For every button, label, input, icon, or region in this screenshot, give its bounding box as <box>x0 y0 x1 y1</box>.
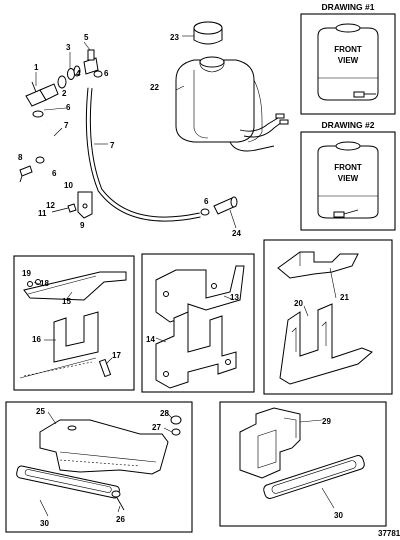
mount-panel-left <box>5 401 193 533</box>
bracket-panel-right <box>263 239 393 395</box>
callout-15: 15 <box>62 297 71 306</box>
callout-11: 11 <box>38 209 47 218</box>
callout-9: 9 <box>80 221 85 230</box>
callout-numbers: 1 2 3 4 5 6 6 6 6 7 7 8 9 10 11 12 13 14… <box>18 33 349 528</box>
callout-4: 4 <box>76 69 81 78</box>
callout-30b: 30 <box>334 511 343 520</box>
callout-29: 29 <box>322 417 331 426</box>
drawing-2-front-label: FRONT <box>334 163 362 172</box>
leader-lines <box>33 35 337 517</box>
callout-19: 19 <box>22 269 31 278</box>
drawing-1-front-label: FRONT <box>334 45 362 54</box>
callout-21: 21 <box>340 293 349 302</box>
drawing-1-view-label: VIEW <box>338 56 359 65</box>
drawing-1-panel: DRAWING #1 FRONT VIEW <box>300 2 396 115</box>
callout-25: 25 <box>36 407 45 416</box>
callout-6d: 6 <box>204 197 209 206</box>
callout-16: 16 <box>32 335 41 344</box>
callout-26: 26 <box>116 515 125 524</box>
clips-panel-middle <box>141 253 255 393</box>
callout-18: 18 <box>40 279 49 288</box>
callout-3: 3 <box>66 43 71 52</box>
callout-6c: 6 <box>52 169 57 178</box>
clips-panel-left <box>13 255 135 391</box>
callout-30a: 30 <box>40 519 49 528</box>
drawing-2-view-label: VIEW <box>338 174 359 183</box>
callout-8: 8 <box>18 153 23 162</box>
figure-reference-number: 37781 <box>378 529 400 538</box>
callout-27: 27 <box>152 423 161 432</box>
callout-22: 22 <box>150 83 159 92</box>
callout-23: 23 <box>170 33 179 42</box>
mount-panel-right <box>219 401 387 527</box>
callout-28: 28 <box>160 409 169 418</box>
callout-20: 20 <box>294 299 303 308</box>
callout-7b: 7 <box>110 141 115 150</box>
callout-7a: 7 <box>64 121 69 130</box>
callout-13: 13 <box>230 293 239 302</box>
callout-17: 17 <box>112 351 121 360</box>
callout-6a: 6 <box>104 69 109 78</box>
callout-14: 14 <box>146 335 155 344</box>
callout-24: 24 <box>232 229 241 238</box>
callout-6b: 6 <box>66 103 71 112</box>
fitting-assembly <box>19 49 238 222</box>
reservoir-tank <box>175 21 289 152</box>
callout-5: 5 <box>84 33 89 42</box>
callout-10: 10 <box>64 181 73 190</box>
callout-1: 1 <box>34 63 39 72</box>
drawing-1-title: DRAWING #1 <box>322 2 375 12</box>
drawing-2-panel: DRAWING #2 FRONT VIEW <box>300 120 396 231</box>
drawing-2-title: DRAWING #2 <box>322 120 375 130</box>
callout-12: 12 <box>46 201 55 210</box>
callout-2: 2 <box>62 89 67 98</box>
